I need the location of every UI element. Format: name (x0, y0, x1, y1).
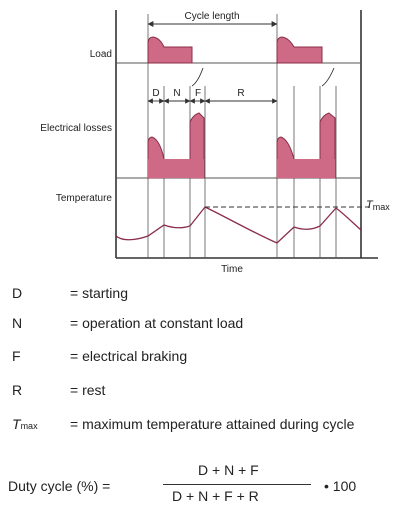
row-label-losses: Electrical losses (40, 123, 112, 134)
legend-item-r: R = rest (12, 381, 407, 415)
cycle-length-label: Cycle length (184, 11, 239, 22)
segment-label-n: N (173, 88, 180, 99)
legend-symbol-subscript: max (20, 421, 38, 431)
legend-item-tmax: Tmax = maximum temperature attained duri… (12, 415, 407, 455)
tmax-symbol: T (366, 199, 374, 211)
legend-item-f: F = electrical braking (12, 347, 407, 381)
formula-lhs: Duty cycle (%) = (8, 478, 111, 494)
temperature-curve (115, 206, 362, 244)
legend-definition: = starting (70, 285, 128, 301)
fraction-bar (163, 484, 311, 485)
legend-symbol: R (12, 382, 23, 398)
tmax-subscript: max (373, 202, 391, 212)
row-label-temperature: Temperature (56, 193, 113, 204)
segment-label-d: D (152, 88, 159, 99)
legend-definition: = maximum temperature attained during cy… (70, 416, 355, 432)
row-label-load: Load (90, 49, 112, 60)
legend-definition: = operation at constant load (70, 315, 244, 331)
duty-cycle-formula: Duty cycle (%) = D + N + F D + N + F + R… (8, 462, 408, 506)
legend-symbol: D (12, 285, 23, 301)
braking-curve-lines (191, 67, 335, 87)
x-axis-label: Time (221, 264, 243, 275)
segment-label-f: F (195, 88, 201, 99)
legend-symbol: Tmax (12, 415, 38, 435)
losses-band-2 (277, 159, 335, 178)
legend-symbol-t: T (12, 416, 21, 432)
legend-item-d: D = starting (12, 284, 407, 314)
legend-symbol: N (12, 315, 23, 331)
formula-multiplier: • 100 (324, 478, 357, 494)
losses-band (148, 159, 204, 178)
legend: D = starting N = operation at constant l… (12, 284, 407, 455)
duty-cycle-diagram: Cycle length D N F R (40, 10, 390, 275)
formula-denominator: D + N + F + R (172, 488, 259, 504)
legend-definition: = rest (70, 382, 106, 398)
legend-definition: = electrical braking (70, 348, 188, 364)
segment-label-r: R (237, 88, 244, 99)
legend-item-n: N = operation at constant load (12, 314, 407, 347)
load-curve (147, 36, 323, 64)
formula-numerator: D + N + F (198, 462, 259, 478)
legend-symbol: F (12, 348, 21, 364)
tmax-label: Tmax (366, 199, 390, 212)
